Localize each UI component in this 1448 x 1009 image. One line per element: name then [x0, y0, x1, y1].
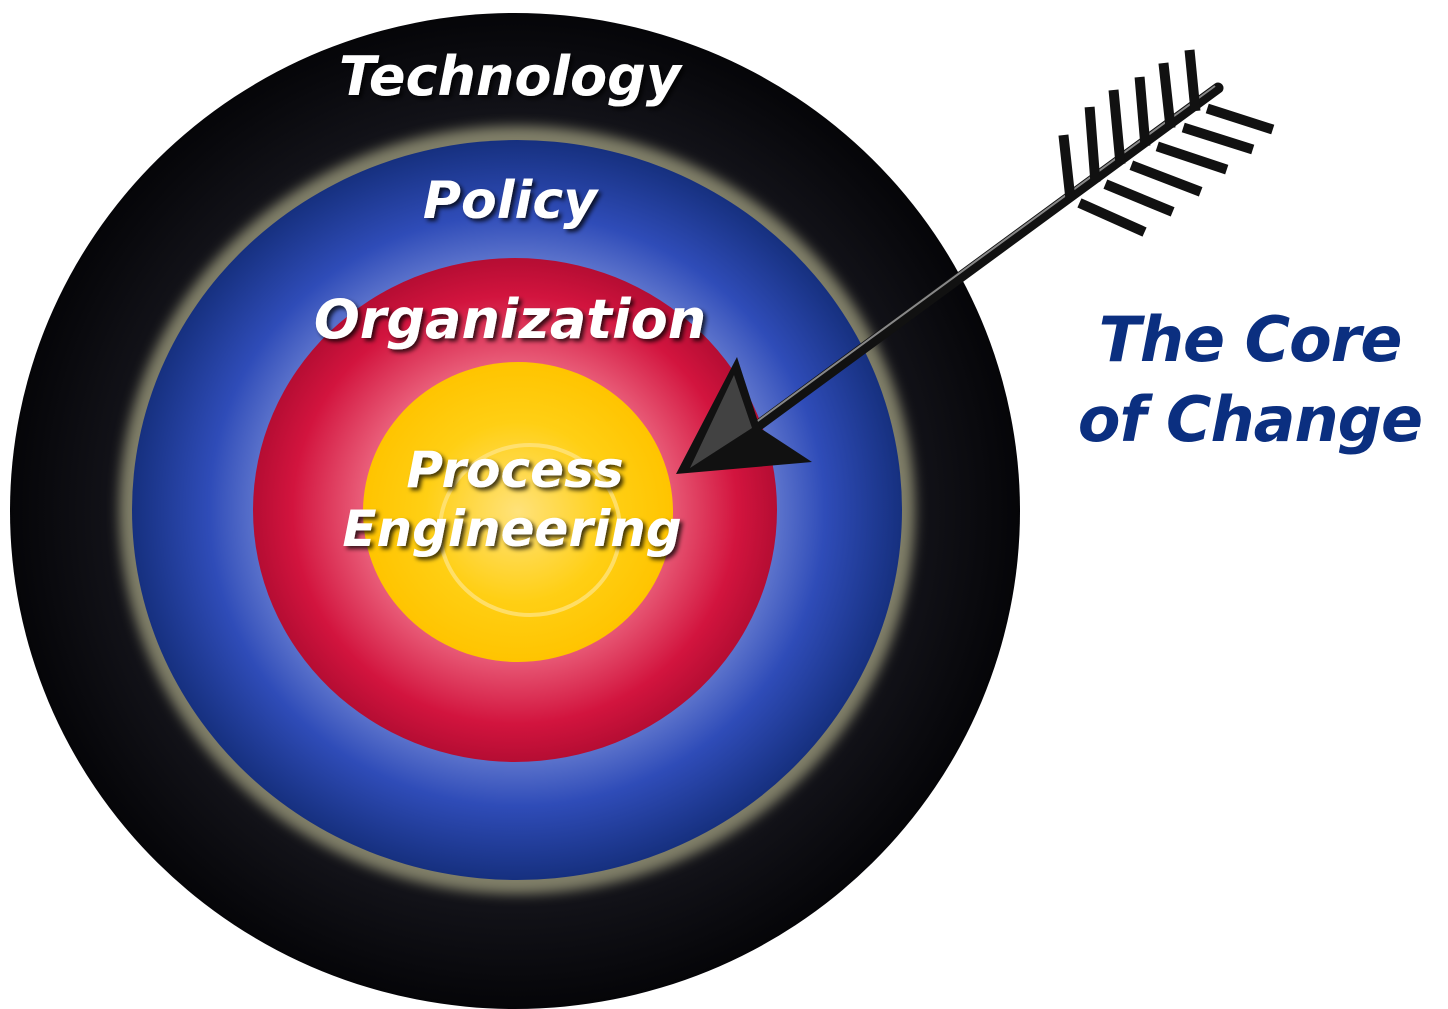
caption-line2: of Change: [1077, 383, 1423, 456]
arrow-head-shine: [690, 375, 752, 468]
arrow: [676, 49, 1275, 474]
label-process: Process: [406, 441, 623, 499]
label-organization: Organization: [314, 288, 706, 351]
arrow-shaft-highlight: [747, 85, 1216, 429]
label-engineering: Engineering: [342, 500, 681, 558]
label-technology: Technology: [339, 45, 684, 108]
caption-line1: The Core: [1098, 303, 1403, 376]
arrow-shaft: [739, 82, 1224, 441]
arrow-fletching: [1058, 49, 1275, 237]
bullseye-highlight: [438, 443, 622, 617]
label-policy: Policy: [423, 171, 599, 231]
caption: The Core of Change: [1060, 300, 1440, 460]
